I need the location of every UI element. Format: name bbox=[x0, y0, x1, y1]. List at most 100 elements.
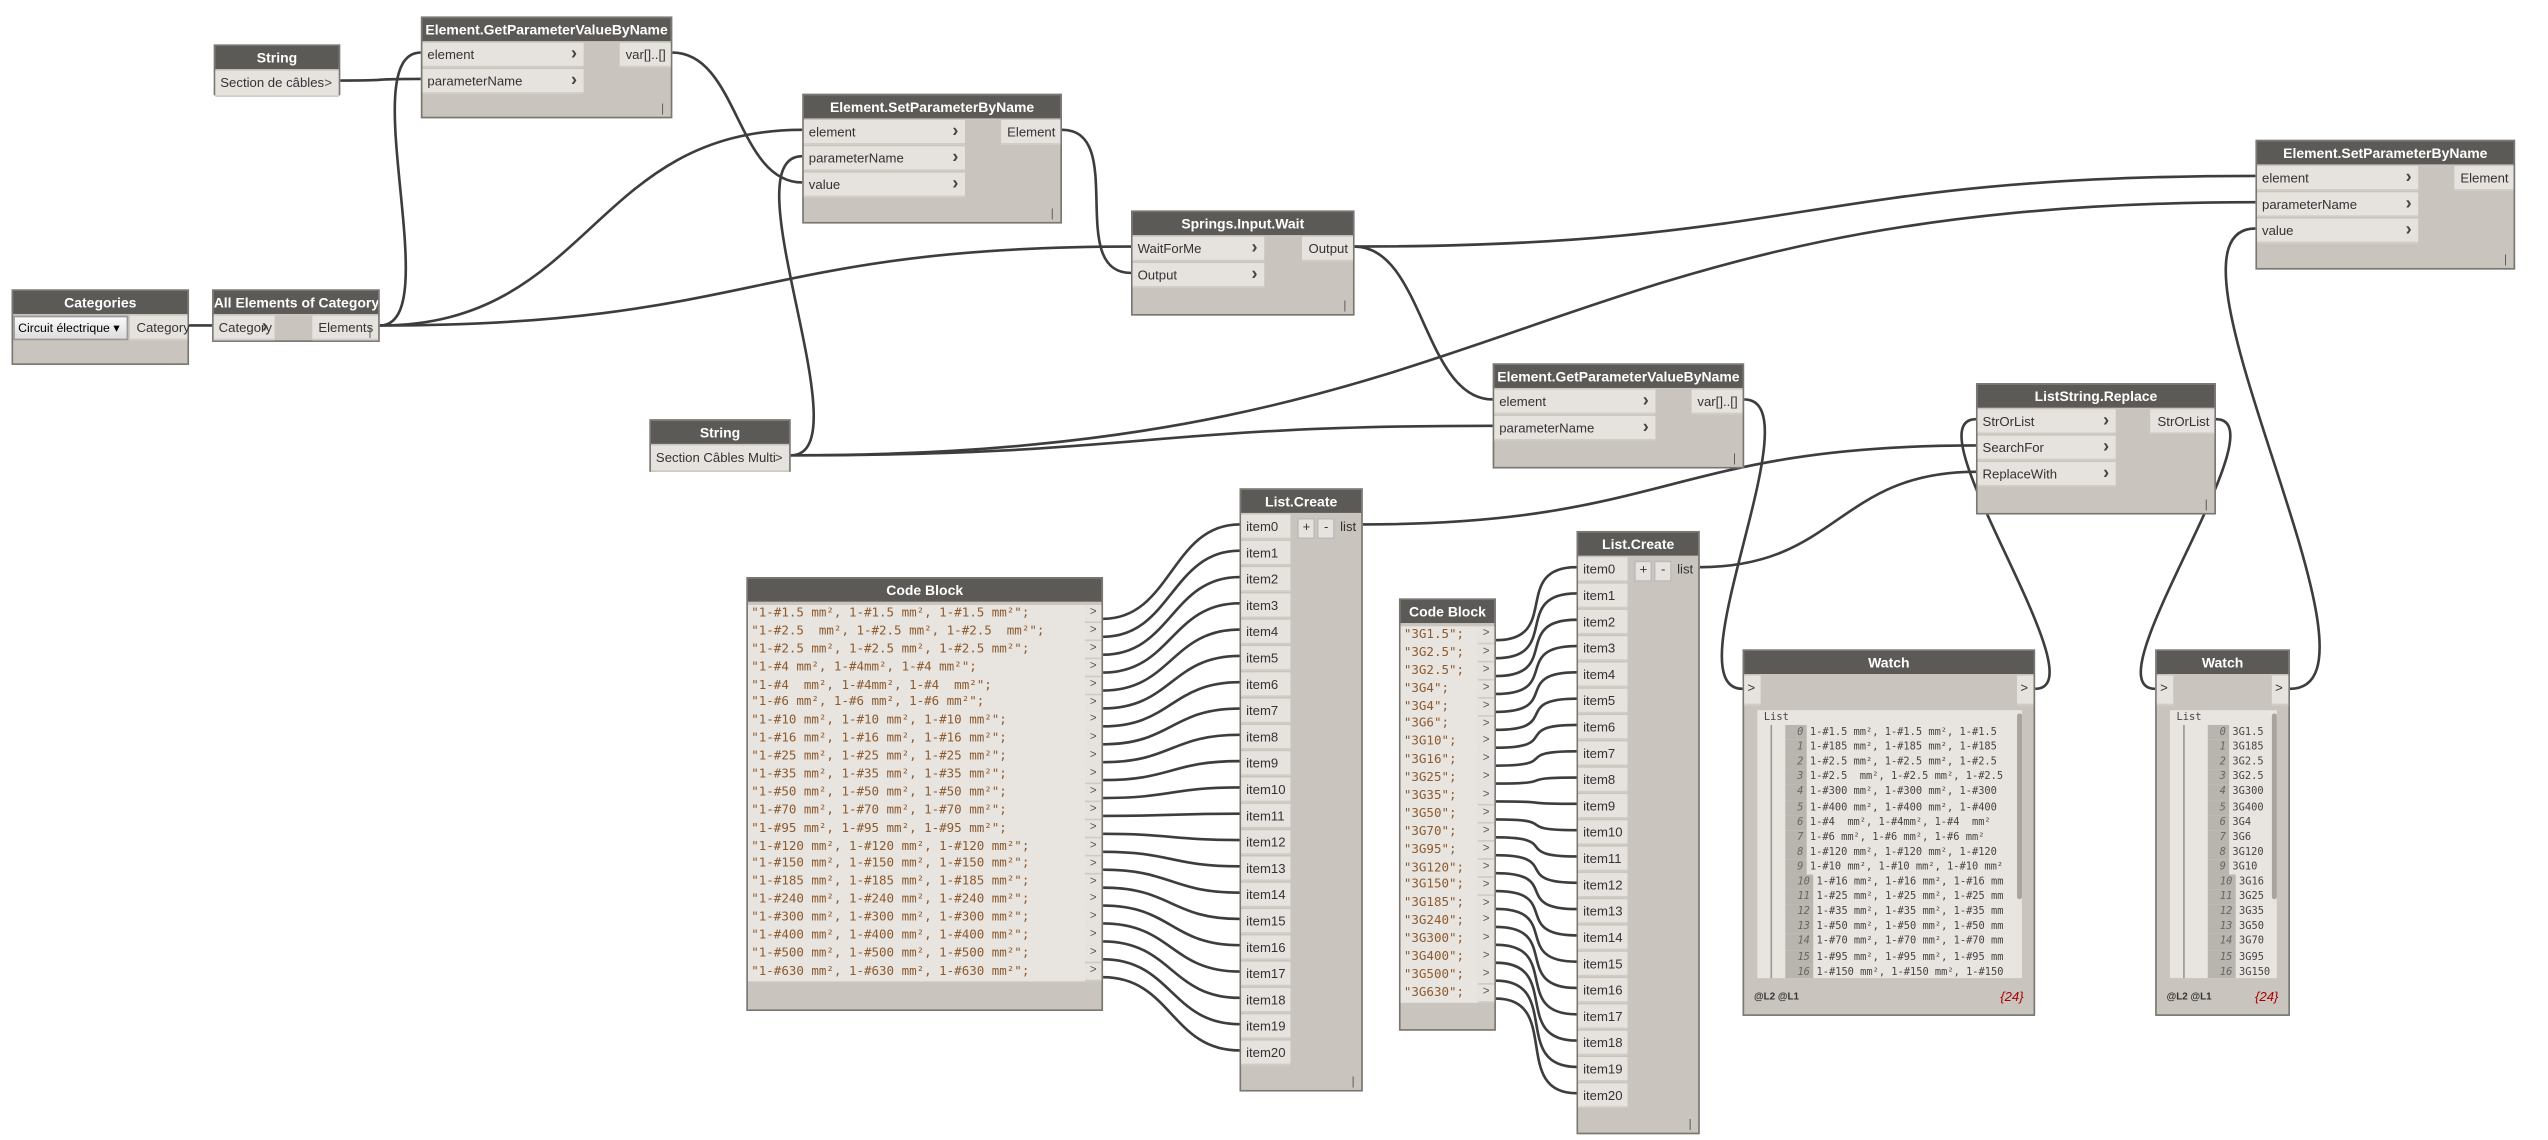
connector-wire[interactable] bbox=[790, 200, 2256, 457]
input-port-Output[interactable]: Output› bbox=[1132, 263, 1265, 288]
remove-input-button[interactable]: - bbox=[1654, 560, 1673, 582]
connector-wire[interactable] bbox=[1720, 398, 1767, 691]
output-port[interactable]: > bbox=[1477, 697, 1495, 717]
output-port[interactable]: > bbox=[2017, 675, 2034, 706]
output-port[interactable]: > bbox=[1084, 748, 1102, 768]
node-title[interactable]: List.Create bbox=[1241, 489, 1362, 513]
output-port[interactable]: > bbox=[1084, 730, 1102, 750]
output-port[interactable]: > bbox=[1477, 769, 1495, 789]
connector-wire[interactable] bbox=[1103, 886, 1240, 921]
add-input-button[interactable]: + bbox=[1634, 560, 1653, 582]
connector-wire[interactable] bbox=[1103, 812, 1240, 818]
node-title[interactable]: List.Create bbox=[1578, 532, 1699, 556]
remove-input-button[interactable]: - bbox=[1317, 517, 1336, 540]
input-port-item7[interactable]: item7 bbox=[1241, 698, 1291, 724]
connector-wire[interactable] bbox=[1103, 575, 1240, 656]
node-title[interactable]: Element.SetParameterByName bbox=[2257, 141, 2514, 165]
connector-wire[interactable] bbox=[1495, 997, 1577, 1095]
code-editor[interactable]: "1-#1.5 mm², 1-#1.5 mm², 1-#1.5 mm²";"1-… bbox=[747, 604, 1085, 981]
output-port[interactable]: > bbox=[1084, 855, 1102, 875]
output-port[interactable]: > bbox=[1084, 640, 1102, 660]
connector-wire[interactable] bbox=[1103, 786, 1240, 800]
node-title[interactable]: Watch bbox=[1744, 650, 2034, 674]
output-port[interactable]: > bbox=[1477, 895, 1495, 914]
output-port[interactable]: > bbox=[1477, 859, 1495, 878]
connector-wire[interactable] bbox=[1354, 245, 1493, 401]
connector-wire[interactable] bbox=[1495, 818, 1577, 832]
node-title[interactable]: Element.GetParameterValueByName bbox=[422, 18, 671, 42]
node-title[interactable]: Springs.Input.Wait bbox=[1132, 212, 1353, 236]
scrollbar[interactable] bbox=[2271, 713, 2277, 900]
input-port-item11[interactable]: item11 bbox=[1241, 803, 1291, 829]
input-port-parameterName[interactable]: parameterName› bbox=[803, 146, 965, 171]
output-port[interactable]: > bbox=[1084, 676, 1102, 696]
input-port-item9[interactable]: item9 bbox=[1578, 794, 1628, 819]
input-port-item12[interactable]: item12 bbox=[1578, 872, 1628, 898]
connector-wire[interactable] bbox=[1495, 836, 1577, 858]
connector-wire[interactable] bbox=[340, 77, 421, 82]
input-port-ReplaceWith[interactable]: ReplaceWith› bbox=[1977, 461, 2116, 487]
input-port-item15[interactable]: item15 bbox=[1241, 909, 1291, 934]
connector-wire[interactable] bbox=[1495, 889, 1577, 937]
connector-wire[interactable] bbox=[1103, 733, 1240, 764]
input-port-SearchFor[interactable]: SearchFor› bbox=[1977, 435, 2116, 461]
input-port-item19[interactable]: item19 bbox=[1241, 1014, 1291, 1039]
input-port-item14[interactable]: item14 bbox=[1578, 925, 1628, 951]
output-port[interactable]: > bbox=[1084, 658, 1102, 678]
connector-wire[interactable] bbox=[790, 424, 1493, 457]
connector-wire[interactable] bbox=[1495, 565, 1577, 642]
output-port[interactable]: > bbox=[1477, 913, 1495, 932]
input-port[interactable]: > bbox=[2156, 675, 2174, 706]
connector-wire[interactable] bbox=[1495, 853, 1577, 885]
input-port-WaitForMe[interactable]: WaitForMe› bbox=[1132, 236, 1265, 262]
output-port[interactable]: > bbox=[1084, 873, 1102, 893]
output-port[interactable]: > bbox=[1477, 662, 1495, 681]
output-port-Elements[interactable]: Elements bbox=[311, 315, 379, 341]
string-value-field[interactable]: Section Câbles Multi> bbox=[650, 445, 790, 472]
output-port[interactable]: > bbox=[1084, 694, 1102, 714]
connector-wire[interactable] bbox=[1103, 628, 1240, 692]
output-port[interactable]: > bbox=[1477, 751, 1495, 771]
input-port-item6[interactable]: item6 bbox=[1241, 672, 1291, 698]
input-port-item1[interactable]: item1 bbox=[1578, 583, 1628, 609]
node-title[interactable]: Code Block bbox=[1400, 600, 1495, 624]
connector-wire[interactable] bbox=[1495, 907, 1577, 963]
output-port-var[interactable]: var[]..[] bbox=[1690, 389, 1743, 415]
output-port[interactable]: > bbox=[1477, 733, 1495, 753]
output-port-StrOrList[interactable]: StrOrList bbox=[2150, 409, 2215, 434]
output-port[interactable]: > bbox=[1084, 891, 1102, 911]
connector-wire[interactable] bbox=[1103, 922, 1240, 973]
input-port-item15[interactable]: item15 bbox=[1578, 951, 1628, 977]
output-port[interactable]: > bbox=[1084, 622, 1102, 642]
input-port-item0[interactable]: item0 bbox=[1241, 514, 1291, 540]
input-port-item18[interactable]: item18 bbox=[1241, 987, 1291, 1013]
connector-wire[interactable] bbox=[1061, 128, 1132, 275]
input-port-parameterName[interactable]: parameterName› bbox=[422, 69, 584, 94]
input-port-element[interactable]: element› bbox=[1494, 389, 1656, 415]
output-port-list[interactable]: +-list bbox=[1289, 515, 1361, 540]
connector-wire[interactable] bbox=[1103, 759, 1240, 782]
levels-label[interactable]: @L2 @L1 bbox=[1754, 992, 1800, 1003]
input-port-item5[interactable]: item5 bbox=[1578, 688, 1628, 714]
connector-wire[interactable] bbox=[1495, 925, 1577, 990]
output-port[interactable]: > bbox=[1477, 626, 1495, 646]
output-port[interactable]: > bbox=[1477, 805, 1495, 825]
input-port-item5[interactable]: item5 bbox=[1241, 646, 1291, 671]
input-port-item13[interactable]: item13 bbox=[1578, 899, 1628, 924]
input-port-StrOrList[interactable]: StrOrList› bbox=[1977, 409, 2116, 434]
output-port[interactable]: > bbox=[1084, 766, 1102, 785]
connector-wire[interactable] bbox=[1495, 671, 1577, 714]
input-port-item19[interactable]: item19 bbox=[1578, 1057, 1628, 1082]
input-port-item2[interactable]: item2 bbox=[1578, 609, 1628, 635]
input-port-item6[interactable]: item6 bbox=[1578, 715, 1628, 740]
input-port-Category[interactable]: Category› bbox=[213, 315, 275, 341]
input-port-item10[interactable]: item10 bbox=[1578, 820, 1628, 845]
